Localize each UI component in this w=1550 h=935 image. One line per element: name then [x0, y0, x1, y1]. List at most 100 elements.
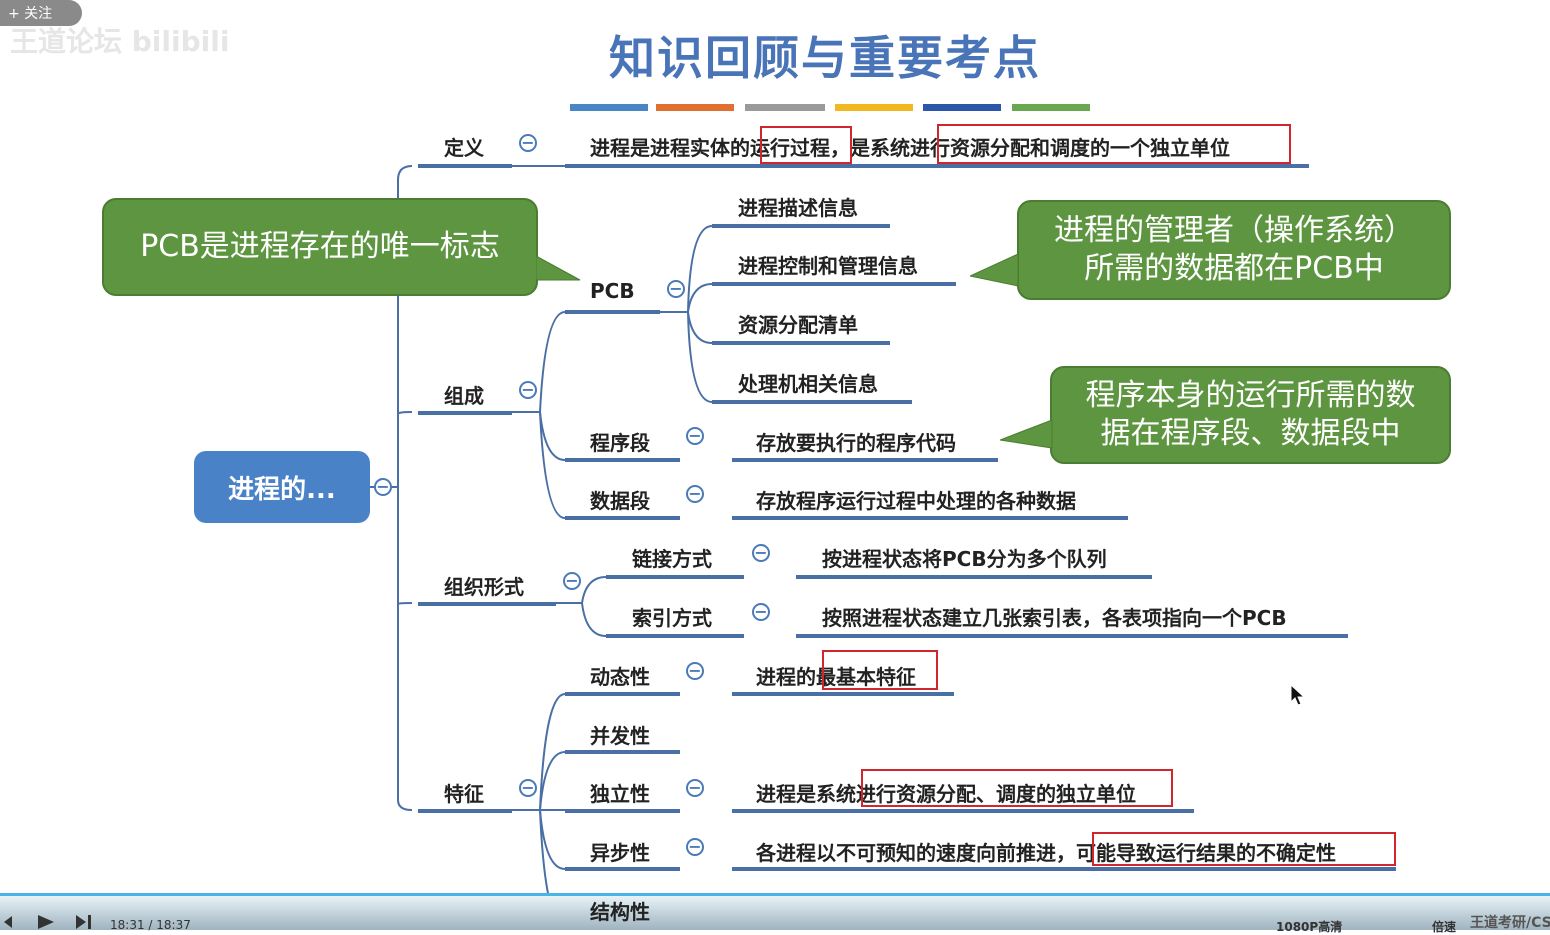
collapse-root-icon[interactable]: − [374, 478, 392, 496]
pcb-item: 进程描述信息 [738, 196, 858, 220]
collapse-link-icon[interactable]: − [752, 544, 770, 562]
mouse-cursor-icon [1290, 684, 1306, 706]
underline [565, 310, 660, 314]
node-definition-label: 定义 [444, 136, 484, 160]
underline [712, 341, 890, 345]
dynamic-text: 进程的最基本特征 [756, 661, 916, 690]
node-independent-label: 独立性 [590, 782, 650, 806]
underline [732, 458, 998, 462]
underline [418, 602, 556, 606]
collapse-composition-icon[interactable]: − [519, 381, 537, 399]
speed-button[interactable]: 倍速 [1432, 920, 1457, 934]
node-data-segment-label: 数据段 [590, 489, 650, 513]
next-icon-bar [88, 915, 91, 929]
time-display: 18:31 / 18:37 [110, 918, 191, 932]
underline [796, 634, 1348, 638]
underline [418, 164, 512, 168]
definition-text-c: ，是系统 [830, 136, 910, 160]
collapse-async-icon[interactable]: − [686, 838, 704, 856]
underline [565, 516, 680, 520]
highlight-box [861, 769, 1173, 807]
previous-icon[interactable] [4, 916, 12, 928]
underline [565, 809, 680, 813]
pcb-item: 处理机相关信息 [738, 372, 878, 396]
node-pcb-label: PCB [590, 279, 635, 303]
underline [565, 692, 680, 696]
pcb-item: 资源分配清单 [738, 313, 858, 337]
page-title: 知识回顾与重要考点 [609, 31, 1041, 85]
underline [565, 867, 680, 871]
underline [712, 400, 912, 404]
player-controls [0, 896, 1550, 930]
dynamic-highlight: 最基本特征 [816, 665, 916, 689]
independent-highlight: 进行资源分配、调度的独立单位 [856, 782, 1136, 806]
brand-watermark: 王道考研/CSKAOYAN [1470, 915, 1550, 931]
highlight-box [760, 126, 852, 164]
collapse-index-icon[interactable]: − [752, 603, 770, 621]
dynamic-text-a: 进程的 [756, 665, 816, 689]
underline [732, 809, 1194, 813]
underline [418, 411, 512, 415]
callout-pointer [1000, 420, 1053, 449]
watermark: 王道论坛 bilibili [10, 25, 230, 58]
node-dynamic-label: 动态性 [590, 665, 650, 689]
underline [606, 575, 744, 579]
definition-text: 进程是进程实体的运行过程，是系统进行资源分配和调度的一个独立单位 [590, 132, 1230, 161]
highlight-box [937, 124, 1291, 164]
underline [732, 692, 954, 696]
collapse-pcb-icon[interactable]: − [667, 280, 685, 298]
underline [565, 164, 1309, 168]
underline [732, 867, 1396, 871]
play-icon[interactable] [38, 915, 54, 929]
pcb-item: 进程控制和管理信息 [738, 254, 918, 278]
node-index-label: 索引方式 [632, 606, 712, 630]
color-bar-3 [745, 104, 825, 111]
collapse-dynamic-icon[interactable]: − [686, 662, 704, 680]
independent-text-a: 进程是系统 [756, 782, 856, 806]
highlight-box [822, 650, 938, 690]
callout-manager: 进程的管理者（操作系统） 所需的数据都在PCB中 [1017, 200, 1451, 300]
callout-pcb-sign: PCB是进程存在的唯一标志 [102, 198, 538, 296]
progress-bar[interactable] [0, 893, 1550, 896]
root-node[interactable]: 进程的... [194, 451, 370, 523]
callout-pointer [970, 254, 1019, 287]
collapse-features-icon[interactable]: − [519, 779, 537, 797]
follow-button[interactable]: + 关注 [0, 0, 82, 26]
collapse-independent-icon[interactable]: − [686, 779, 704, 797]
underline [418, 809, 512, 813]
definition-highlight-running: 运行过程 [750, 136, 830, 160]
node-async-label: 异步性 [590, 841, 650, 865]
node-features-label: 特征 [444, 782, 484, 806]
async-text: 各进程以不可预知的速度向前推进，可能导致运行结果的不确定性 [756, 837, 1336, 866]
color-bar-6 [1012, 104, 1090, 111]
underline [712, 282, 956, 286]
node-program-segment-label: 程序段 [590, 431, 650, 455]
quality-button[interactable]: 1080P高清 [1276, 920, 1343, 934]
collapse-organization-icon[interactable]: − [563, 572, 581, 590]
async-highlight: 可能导致运行结果的不确定性 [1076, 841, 1336, 865]
color-bar-1 [570, 104, 648, 111]
color-bar-4 [835, 104, 913, 111]
callout-program-data: 程序本身的运行所需的数 据在程序段、数据段中 [1050, 366, 1451, 464]
underline [732, 516, 1128, 520]
node-link-label: 链接方式 [632, 547, 712, 571]
underline [565, 458, 680, 462]
index-text: 按照进程状态建立几张索引表，各表项指向一个PCB [822, 606, 1287, 630]
data-segment-text: 存放程序运行过程中处理的各种数据 [756, 489, 1076, 513]
definition-text-a: 进程是进程实体的 [590, 136, 750, 160]
callout-pointer [536, 255, 581, 281]
collapse-data-icon[interactable]: − [686, 485, 704, 503]
color-bar-2 [656, 104, 734, 111]
underline [565, 750, 680, 754]
node-structure-label: 结构性 [590, 900, 650, 924]
highlight-box [1092, 832, 1396, 866]
collapse-program-icon[interactable]: − [686, 427, 704, 445]
underline [606, 634, 744, 638]
underline [796, 575, 1152, 579]
node-composition-label: 组成 [444, 384, 484, 408]
collapse-definition-icon[interactable]: − [519, 134, 537, 152]
program-segment-text: 存放要执行的程序代码 [756, 431, 956, 455]
async-text-a: 各进程以不可预知的速度向前推进， [756, 841, 1076, 865]
next-icon[interactable] [76, 915, 86, 929]
link-text: 按进程状态将PCB分为多个队列 [822, 547, 1107, 571]
